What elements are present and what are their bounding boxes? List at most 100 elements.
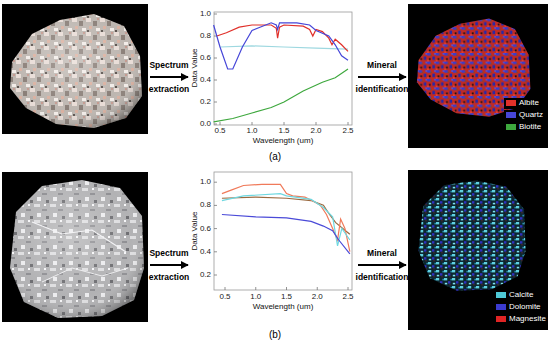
legend-swatch: [496, 316, 506, 322]
tick-label: 2.0: [312, 293, 323, 302]
tick-label: 0.2: [200, 98, 211, 107]
tick-label: 0.8: [200, 32, 211, 41]
legend-swatch: [496, 292, 506, 298]
arrow-label: Spectrum extraction: [139, 241, 199, 289]
photo-ground: [2, 4, 148, 134]
map-ground: [408, 170, 548, 330]
spectrum-curve: [222, 214, 350, 253]
mineral-map: [418, 180, 525, 290]
rock-shading: [10, 180, 144, 318]
plot-frame: [214, 12, 352, 125]
legend-item: Albite: [504, 98, 541, 109]
flow-arrow: [358, 76, 406, 78]
rock-shading: [10, 14, 142, 128]
rock-photo: [10, 14, 142, 128]
tick-mark: [348, 287, 349, 290]
photo-ground: [2, 172, 148, 322]
tick-label: 1.5: [278, 127, 289, 136]
tick-label: 0.6: [200, 54, 211, 63]
tick-label: 1.0: [246, 127, 257, 136]
tick-mark: [214, 14, 217, 15]
rock-photo: [2, 172, 148, 322]
arrow-label: Mineral identification: [352, 241, 412, 289]
map-ground: [408, 4, 548, 148]
tick-mark: [255, 287, 256, 290]
spectrum-curves: [222, 184, 350, 254]
tick-mark: [214, 205, 217, 206]
legend-text: Quartz: [519, 111, 543, 120]
tick-label: 1.0: [200, 10, 211, 19]
legend-text: Calcite: [509, 291, 533, 300]
mineral-map: [417, 19, 531, 117]
tick-mark: [214, 228, 217, 229]
tick-mark: [317, 287, 318, 290]
legend-item: Calcite: [494, 290, 535, 301]
legend-item: Dolomite: [494, 302, 543, 313]
rock-vein: [42, 268, 128, 282]
x-axis-title: Wavelength (um): [253, 303, 314, 312]
tick-label: 2.5: [342, 127, 353, 136]
tick-label: 1.0: [200, 178, 211, 187]
x-axis-title: Wavelength (um): [253, 137, 314, 146]
panel-label: (a): [269, 151, 281, 162]
tick-label: 0.2: [200, 271, 211, 280]
legend-text: Dolomite: [509, 303, 541, 312]
arrow-label: Spectrum extraction: [139, 53, 199, 101]
spectrum-curve: [217, 25, 348, 51]
tick-mark: [225, 287, 226, 290]
tick-mark: [214, 275, 217, 276]
legend-swatch: [496, 304, 506, 310]
tick-marks: [214, 14, 348, 125]
tick-mark: [252, 122, 253, 125]
tick-mark: [348, 122, 349, 125]
spectrum-curve: [222, 194, 350, 246]
legend-item: Quartz: [504, 110, 545, 121]
tick-label: 1.5: [281, 293, 292, 302]
tick-mark: [214, 251, 217, 252]
spectrum-curves: [214, 23, 348, 122]
spectrum-curve: [220, 46, 348, 49]
tick-label: 2.0: [310, 127, 321, 136]
rock-photo: [10, 180, 144, 318]
tick-label: 0.4: [200, 247, 211, 256]
legend-swatch: [506, 124, 516, 130]
spectrum-curve: [214, 69, 348, 122]
legend-text: Biotite: [519, 123, 541, 132]
tick-label: 0.0: [200, 120, 211, 129]
spectrum-curve: [214, 23, 348, 69]
arrow-label: Mineral identification: [352, 53, 412, 101]
mapped-rock: [417, 19, 531, 117]
legend-item: Biotite: [504, 122, 543, 133]
tick-mark: [220, 122, 221, 125]
tick-mark: [286, 287, 287, 290]
tick-label: 0.4: [200, 76, 211, 85]
y-axis-title: Data Value: [191, 212, 200, 251]
legend-text: Albite: [519, 99, 539, 108]
flow-arrow: [358, 264, 406, 266]
tick-label: 2.5: [342, 293, 353, 302]
flow-arrow: [150, 264, 188, 266]
tick-mark: [316, 122, 317, 125]
flow-arrow: [150, 76, 188, 78]
rock-sample: [10, 180, 144, 318]
tick-label: 1.0: [250, 293, 261, 302]
legend-swatch: [506, 100, 516, 106]
plot-frame: [214, 172, 352, 290]
rock-vein: [32, 222, 126, 252]
tick-mark: [214, 80, 217, 81]
tick-mark: [284, 122, 285, 125]
tick-label: 0.6: [200, 224, 211, 233]
tick-mark: [214, 124, 217, 125]
rock-photo: [2, 4, 148, 134]
rock-sample: [10, 14, 142, 128]
tick-label: 0.8: [200, 201, 211, 210]
tick-label: 0.5: [214, 127, 225, 136]
panel-label: (b): [269, 329, 281, 340]
y-axis-title: Data Value: [191, 49, 200, 88]
legend-item: Magnesite: [494, 314, 548, 325]
tick-mark: [214, 102, 217, 103]
tick-mark: [214, 182, 217, 183]
legend-text: Magnesite: [509, 315, 546, 324]
legend-swatch: [506, 112, 516, 118]
